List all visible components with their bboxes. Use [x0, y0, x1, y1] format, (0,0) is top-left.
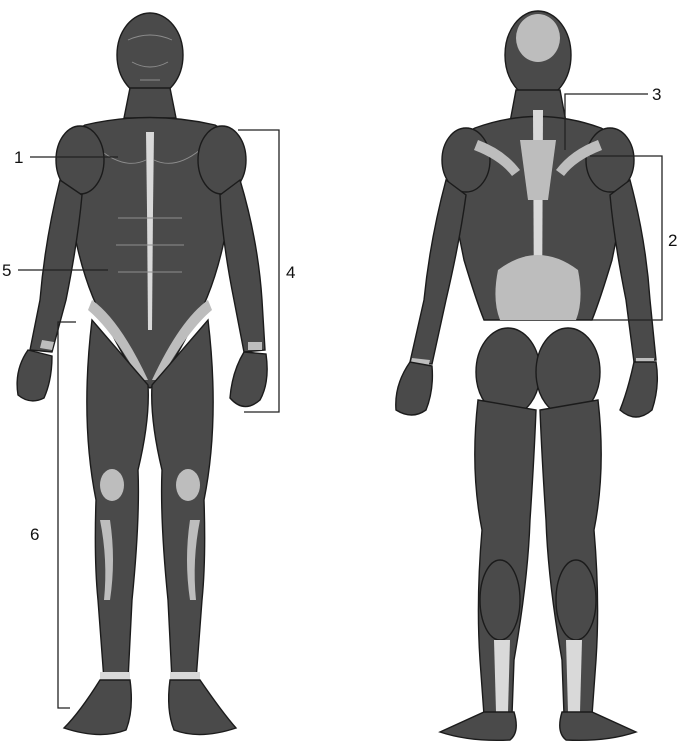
- front-figure: [17, 13, 267, 735]
- label-6: 6: [30, 525, 39, 544]
- label-4: 4: [286, 263, 295, 282]
- back-figure: [396, 11, 658, 740]
- label-5: 5: [2, 261, 11, 280]
- label-1: 1: [14, 148, 23, 167]
- leader-6-bracket: [58, 322, 76, 708]
- label-3: 3: [652, 85, 661, 104]
- label-2: 2: [668, 231, 677, 250]
